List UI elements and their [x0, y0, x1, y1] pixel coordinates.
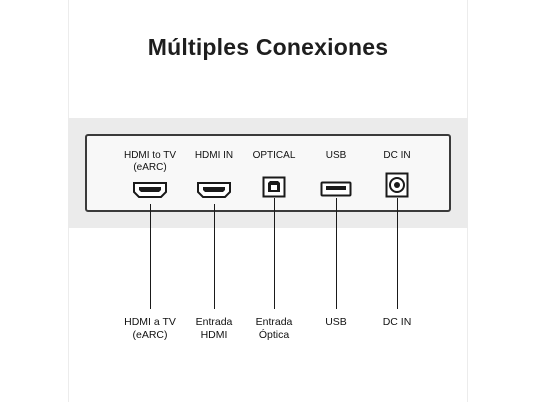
port-label-usb: USB: [325, 150, 347, 161]
caption-hdmi-earc: HDMI a TV(eARC): [124, 316, 176, 341]
caption-dc-in: DC IN: [382, 316, 412, 328]
leader-line-hdmi-earc: [149, 204, 151, 309]
optical-port-icon: [262, 176, 286, 198]
usb-port-icon: [320, 181, 352, 197]
leader-line-optical: [273, 198, 275, 309]
page-title: Múltiples Conexiones: [147, 34, 389, 60]
leader-line-usb: [335, 198, 337, 309]
port-label-dc-in: DC IN: [383, 150, 411, 161]
port-label-hdmi-earc: HDMI to TV(eARC): [123, 150, 177, 173]
dc-jack-icon: [385, 172, 409, 198]
port-label-hdmi-in: HDMI IN: [194, 150, 234, 161]
hdmi-port-icon: [133, 182, 167, 198]
caption-usb: USB: [325, 316, 347, 328]
leader-line-hdmi-in: [213, 204, 215, 309]
hdmi-port-icon: [197, 182, 231, 198]
leader-line-dc-in: [396, 198, 398, 309]
port-label-optical: OPTICAL: [252, 150, 296, 161]
